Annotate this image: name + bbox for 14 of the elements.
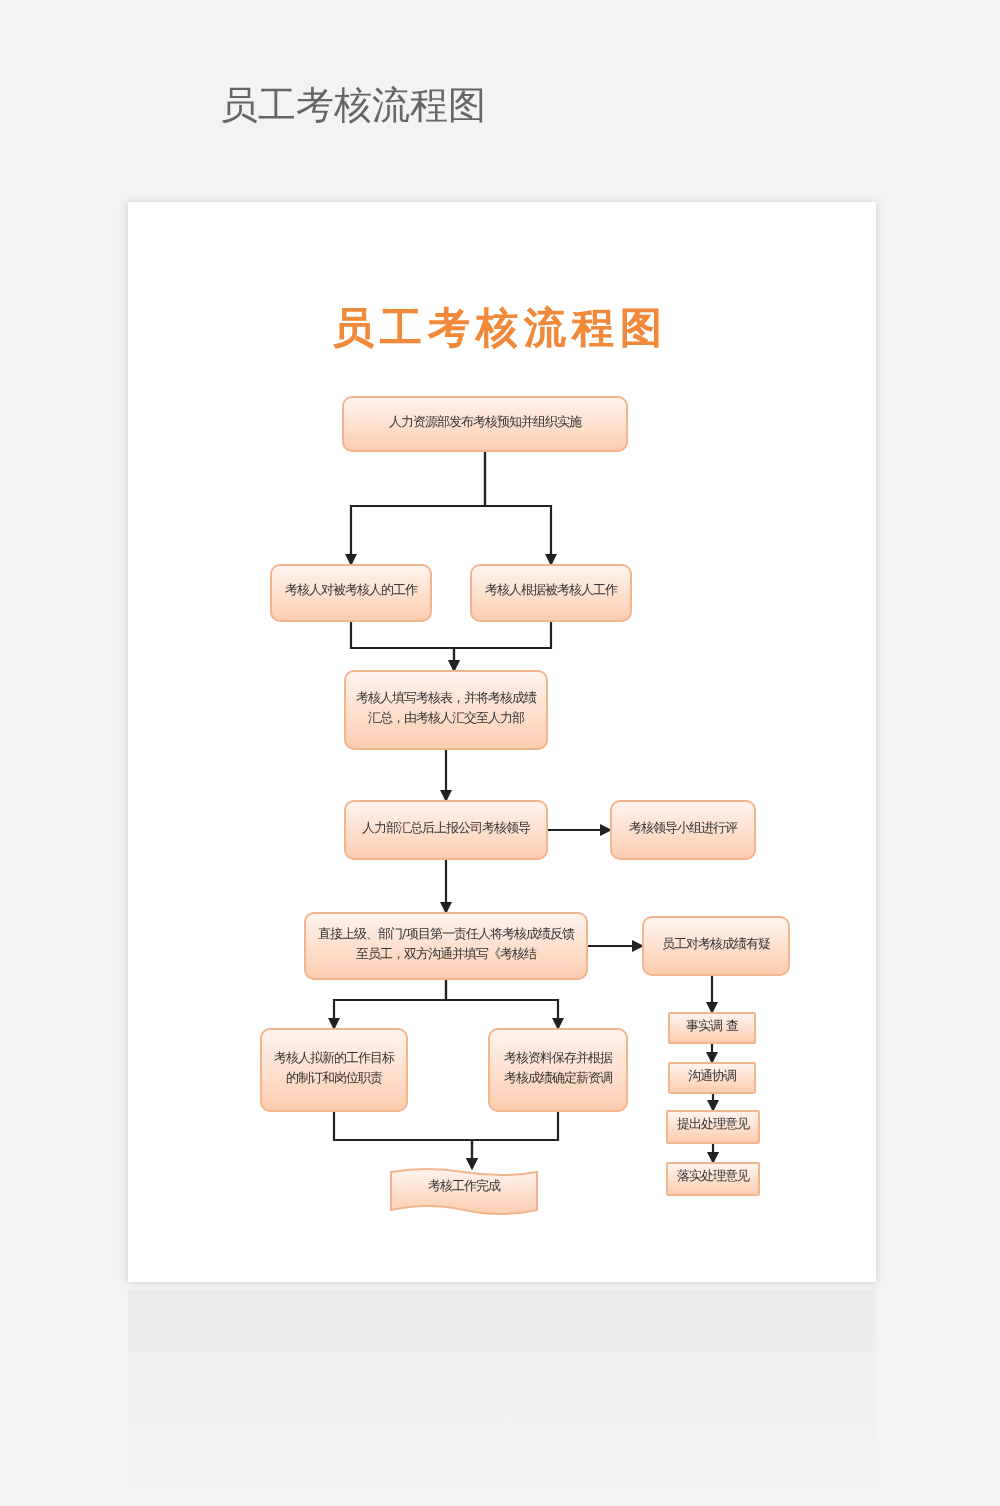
arrow bbox=[588, 940, 644, 952]
arrow bbox=[706, 976, 718, 1014]
arrow bbox=[448, 622, 553, 672]
arrow bbox=[548, 824, 612, 836]
page-title: 员工考核流程图 bbox=[220, 82, 486, 132]
arrow bbox=[444, 980, 564, 1030]
arrow bbox=[707, 1144, 719, 1164]
heading-label: 员工考核流程图 bbox=[330, 300, 670, 356]
arrow bbox=[440, 750, 452, 802]
arrow bbox=[466, 1112, 560, 1170]
arrow bbox=[707, 1094, 719, 1112]
arrow bbox=[706, 1044, 718, 1064]
arrow bbox=[483, 452, 557, 566]
arrow bbox=[440, 860, 452, 914]
